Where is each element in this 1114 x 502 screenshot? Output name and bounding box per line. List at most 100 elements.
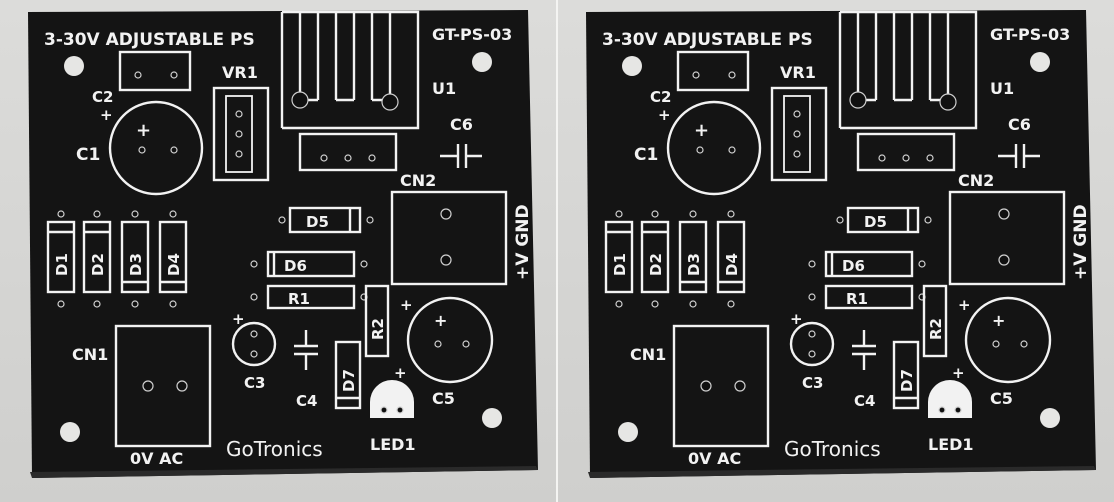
cn1-outline [114,324,212,448]
svg-text:D4: D4 [723,253,741,276]
c6-symbol [998,144,1040,168]
mounting-hole [482,408,502,428]
resistor-r2: R2 [364,284,390,358]
board-code: GT-PS-03 [432,25,512,44]
mounting-hole [64,56,84,76]
board-title: 3-30V ADJUSTABLE PS [602,30,813,50]
mounting-hole [618,422,638,442]
label-c3: C3 [244,374,265,392]
svg-text:D4: D4 [165,253,183,276]
svg-text:R2: R2 [927,318,945,340]
u1-outline [298,132,398,172]
pcb-board: 3-30V ADJUSTABLE PS GT-PS-03 C2 + + C1 V… [586,10,1096,478]
led1-plus: + [394,364,407,382]
diode-d6: D6 [824,250,914,278]
svg-text:D1: D1 [53,253,71,276]
diode-d1: D1 [604,220,634,294]
resistor-r1: R1 [824,284,914,310]
brand-logo: GoTronics [784,437,881,461]
c2-plus: + [658,106,671,124]
cn2-pin-label: +V GND [1071,204,1091,280]
label-vr1: VR1 [222,63,258,82]
label-c1: C1 [634,145,658,165]
c1-plus: + [694,120,709,141]
svg-text:D5: D5 [306,213,329,231]
c3-outline [789,321,835,367]
diode-d2: D2 [640,220,670,294]
diode-d5: D5 [288,206,362,234]
label-led1: LED1 [928,435,974,454]
cn2-pin-label: +V GND [513,204,533,280]
svg-text:D7: D7 [340,369,358,392]
svg-text:R2: R2 [369,318,387,340]
c4-symbol [852,330,876,370]
label-cn1: CN1 [630,345,666,364]
label-c3: C3 [802,374,823,392]
label-c2: C2 [650,88,671,106]
diode-d6: D6 [266,250,356,278]
label-cn1: CN1 [72,345,108,364]
cn2-outline [948,190,1066,286]
svg-text:D7: D7 [898,369,916,392]
diode-d3: D3 [678,220,708,294]
c1-outline [108,100,204,196]
board-code: GT-PS-03 [990,25,1070,44]
c1-plus: + [136,120,151,141]
label-c5: C5 [990,389,1013,408]
resistor-r2: R2 [922,284,948,358]
diode-d5: D5 [846,206,920,234]
cn2-outline [390,190,508,286]
c1-outline [666,100,762,196]
c3-plus: + [232,310,245,328]
vr1-outline [770,86,828,182]
pcb-board: 3-30V ADJUSTABLE PS GT-PS-03 C2 + + C1 V… [28,10,538,478]
c2-plus: + [100,106,113,124]
u1-heatsink-outline [280,10,420,130]
cn1-outline [672,324,770,448]
c5-outline [964,296,1052,384]
mounting-hole [1030,52,1050,72]
label-u1: U1 [432,79,456,98]
photo-divider [556,0,558,502]
c5-plus: + [992,311,1005,330]
label-cn2: CN2 [958,171,994,190]
svg-text:D2: D2 [89,253,107,276]
c5-plus-outer: + [400,296,413,314]
label-vr1: VR1 [780,63,816,82]
svg-text:R1: R1 [288,290,310,308]
label-led1: LED1 [370,435,416,454]
diode-d4: D4 [716,220,746,294]
label-c5: C5 [432,389,455,408]
svg-text:R1: R1 [846,290,868,308]
mounting-hole [60,422,80,442]
label-cn2: CN2 [400,171,436,190]
mounting-hole [622,56,642,76]
vr1-outline [212,86,270,182]
c5-plus: + [434,311,447,330]
diode-d3: D3 [120,220,150,294]
c2-outline [676,50,750,92]
u1-outline [856,132,956,172]
diode-d1: D1 [46,220,76,294]
label-u1: U1 [990,79,1014,98]
label-c6: C6 [1008,115,1031,134]
c6-symbol [440,144,482,168]
brand-logo: GoTronics [226,437,323,461]
board-title: 3-30V ADJUSTABLE PS [44,30,255,50]
svg-text:D3: D3 [685,253,703,276]
c5-plus-outer: + [958,296,971,314]
cn1-pin-label: 0V AC [130,449,183,468]
svg-text:D2: D2 [647,253,665,276]
diode-d4: D4 [158,220,188,294]
label-c1: C1 [76,145,100,165]
svg-text:D6: D6 [284,257,307,275]
u1-heatsink-outline [838,10,978,130]
svg-text:D3: D3 [127,253,145,276]
diode-d7: D7 [892,340,920,410]
c4-symbol [294,330,318,370]
label-c4: C4 [854,392,875,410]
c3-outline [231,321,277,367]
c3-plus: + [790,310,803,328]
label-c4: C4 [296,392,317,410]
